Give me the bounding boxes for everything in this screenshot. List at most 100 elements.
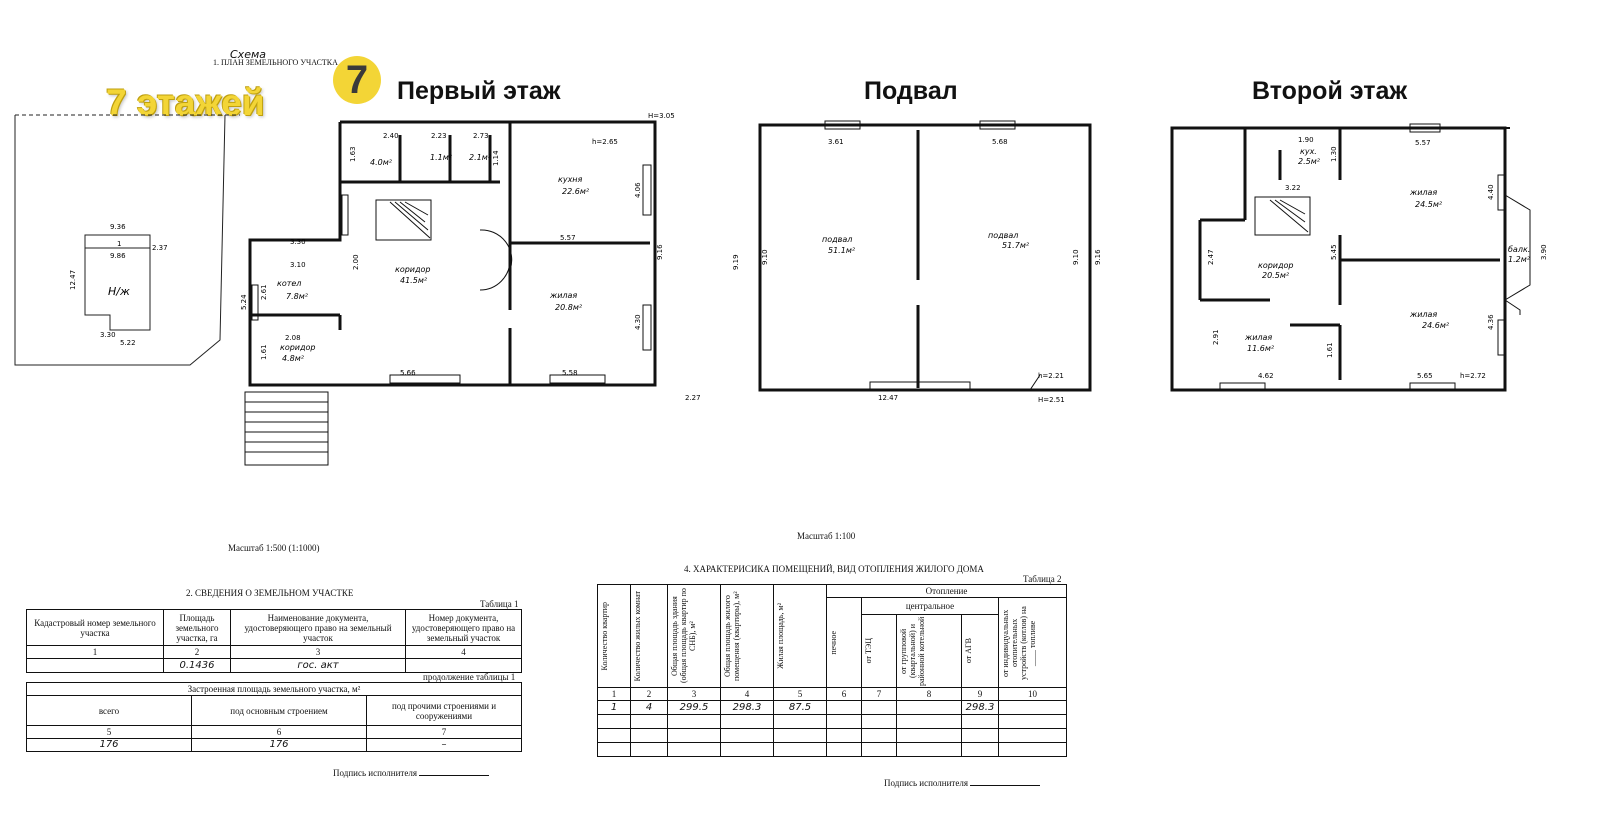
t1c-val-0: 176 (26, 738, 192, 752)
t2-num-8: 9 (961, 687, 999, 701)
ff-room-2: 2.1м² (469, 153, 492, 162)
sf-room-1-area: 24.5м² (1415, 200, 1443, 209)
site-dim-3: 2.37 (152, 244, 168, 252)
logo-badge: 7 (333, 56, 381, 104)
sf-room-2-name: коридор (1258, 261, 1294, 270)
ff-dim-10: 4.06 (634, 182, 642, 198)
sf-dim-2: 3.22 (1285, 184, 1301, 192)
site-dim-top: 9.36 (110, 223, 126, 231)
bs-dim-0: 3.61 (828, 138, 844, 146)
second-floor-plan: 1.90 5.57 3.22 4.40 2.47 5.45 3.90 2.91 … (1170, 123, 1548, 392)
t1-header-0: Кадастровый номер земельного участка (26, 609, 164, 646)
t2-num-2: 3 (667, 687, 721, 701)
t1-val-2: гос. акт (230, 658, 406, 673)
bs-room-1-name: подвал (988, 231, 1018, 240)
t1c-header-0: всего (26, 695, 192, 726)
logo-text: 7 этажей (106, 82, 265, 123)
signature-right: Подпись исполнителя (884, 778, 1041, 788)
sf-dim-8: 1.61 (1326, 342, 1334, 358)
t1-num-3: 4 (405, 645, 522, 659)
bs-dim-3: 9.10 (1072, 249, 1080, 265)
table1-label: Таблица 1 (480, 599, 519, 609)
t2-header-1: Количество жилых комнат (633, 590, 642, 682)
signature-left: Подпись исполнителя (333, 768, 490, 778)
t1c-header-2: под прочими строениями и сооружениями (366, 695, 522, 726)
signature-right-label: Подпись исполнителя (884, 778, 968, 788)
sf-dim-1: 5.57 (1415, 139, 1431, 147)
t2-num-9: 10 (998, 687, 1067, 701)
signature-left-line (419, 775, 490, 776)
t1c-header-1: под основным строением (191, 695, 367, 726)
t2-val-5 (826, 700, 862, 715)
t2-header-9: от индивидуальных отопительных устройств… (1001, 605, 1037, 680)
ff-dim-17: 5.24 (240, 294, 248, 310)
t2-val-7 (896, 700, 962, 715)
site-dim-2: 9.86 (110, 252, 126, 260)
t2-val-6 (861, 700, 897, 715)
basement-plan: 3.61 5.68 9.10 9.10 9.16 12.47 h=2.21 H=… (758, 120, 1102, 404)
bs-dim-7: H=2.51 (1038, 396, 1065, 404)
ff-dim-21: 9.19 (732, 254, 740, 270)
first-floor-heading: Первый этаж (397, 77, 561, 105)
ff-dim-19: 2.08 (285, 334, 301, 342)
t2-header-8: от АГВ (964, 638, 973, 664)
bs-room-1-area: 51.7м² (1002, 241, 1030, 250)
table1-continuation: Застроенная площадь земельного участка, … (26, 682, 522, 752)
t1-header-3: Номер документа, удостоверяющего право н… (405, 609, 522, 646)
site-building-label: Н/ж (108, 285, 130, 298)
signature-right-line (970, 785, 1041, 786)
ff-dim-8: 3.10 (290, 261, 306, 269)
table2: Количество квартир Количество жилых комн… (597, 584, 1067, 757)
t1-val-3 (405, 658, 522, 673)
ff-dim-0: 2.40 (383, 132, 399, 140)
t2-header-0: Количество квартир (600, 601, 609, 671)
sf-dim-9: 4.36 (1487, 314, 1495, 330)
t2-val-2: 299.5 (667, 700, 721, 715)
t2-header-3: Общая площадь жилого помещения (квартиры… (723, 591, 741, 681)
t2-num-6: 7 (861, 687, 897, 701)
t2-num-7: 8 (896, 687, 962, 701)
second-floor-heading: Второй этаж (1252, 77, 1408, 105)
site-dim-4: 12.47 (69, 270, 77, 290)
t1-num-0: 1 (26, 645, 164, 659)
table1-section-title: 2. СВЕДЕНИЯ О ЗЕМЕЛЬНОМ УЧАСТКЕ (186, 588, 354, 598)
t1c-title: Застроенная площадь земельного участка, … (26, 682, 522, 696)
ff-room-4-name: жилая (549, 291, 577, 300)
ff-dim-4: H=3.05 (648, 112, 675, 120)
table2-label: Таблица 2 (1023, 574, 1062, 584)
bs-dim-2: 9.10 (761, 249, 769, 265)
t2-central: центральное (861, 597, 999, 615)
t2-header-4: Жилая площадь, м² (776, 603, 785, 669)
site-dim-5: 3.30 (100, 331, 116, 339)
scheme-handwritten: Схема (230, 48, 266, 61)
t1-header-1: Площадь земельного участка, га (163, 609, 231, 646)
ff-dim-16: 2.00 (352, 254, 360, 270)
ff-dim-18: 2.61 (260, 284, 268, 300)
sf-dim-11: 5.65 (1417, 372, 1433, 380)
t1c-num-1: 6 (191, 725, 367, 739)
table1: Кадастровый номер земельного участка Пло… (26, 609, 522, 673)
land-plan-title: 1. ПЛАН ЗЕМЕЛЬНОГО УЧАСТКА (213, 58, 338, 67)
ff-room-1: 1.1м² (430, 153, 453, 162)
sf-dim-6: 3.90 (1540, 244, 1548, 260)
sf-room-4-area: 11.6м² (1247, 344, 1275, 353)
sf-dim-12: h=2.72 (1460, 372, 1486, 380)
sf-dim-13: 1.30 (1330, 146, 1338, 162)
table2-section-title: 4. ХАРАКТЕРИСИКА ПОМЕЩЕНИЙ, ВИД ОТОПЛЕНИ… (684, 564, 984, 574)
ff-dim-13: 5.66 (400, 369, 416, 377)
t1-val-0 (26, 658, 164, 673)
t2-empty-row-2 (597, 728, 1067, 743)
t1c-val-2: – (366, 738, 522, 752)
sf-room-1-name: жилая (1409, 188, 1437, 197)
sf-dim-4: 2.47 (1207, 249, 1215, 265)
t2-num-4: 5 (773, 687, 827, 701)
ff-dim-9: 5.57 (560, 234, 576, 242)
ff-dim-15: 2.27 (685, 394, 701, 402)
site-plan-drawing: 9.36 1 9.86 2.37 12.47 3.30 5.22 Н/ж (14, 114, 240, 366)
t2-num-0: 1 (597, 687, 631, 701)
sf-room-5-name: жилая (1409, 310, 1437, 319)
ff-room-3-name: кухня (558, 175, 583, 184)
scale-right: Масштаб 1:100 (797, 531, 856, 541)
sf-room-0-area: 2.5м² (1298, 157, 1321, 166)
ff-room-7-name: коридор (280, 343, 316, 352)
